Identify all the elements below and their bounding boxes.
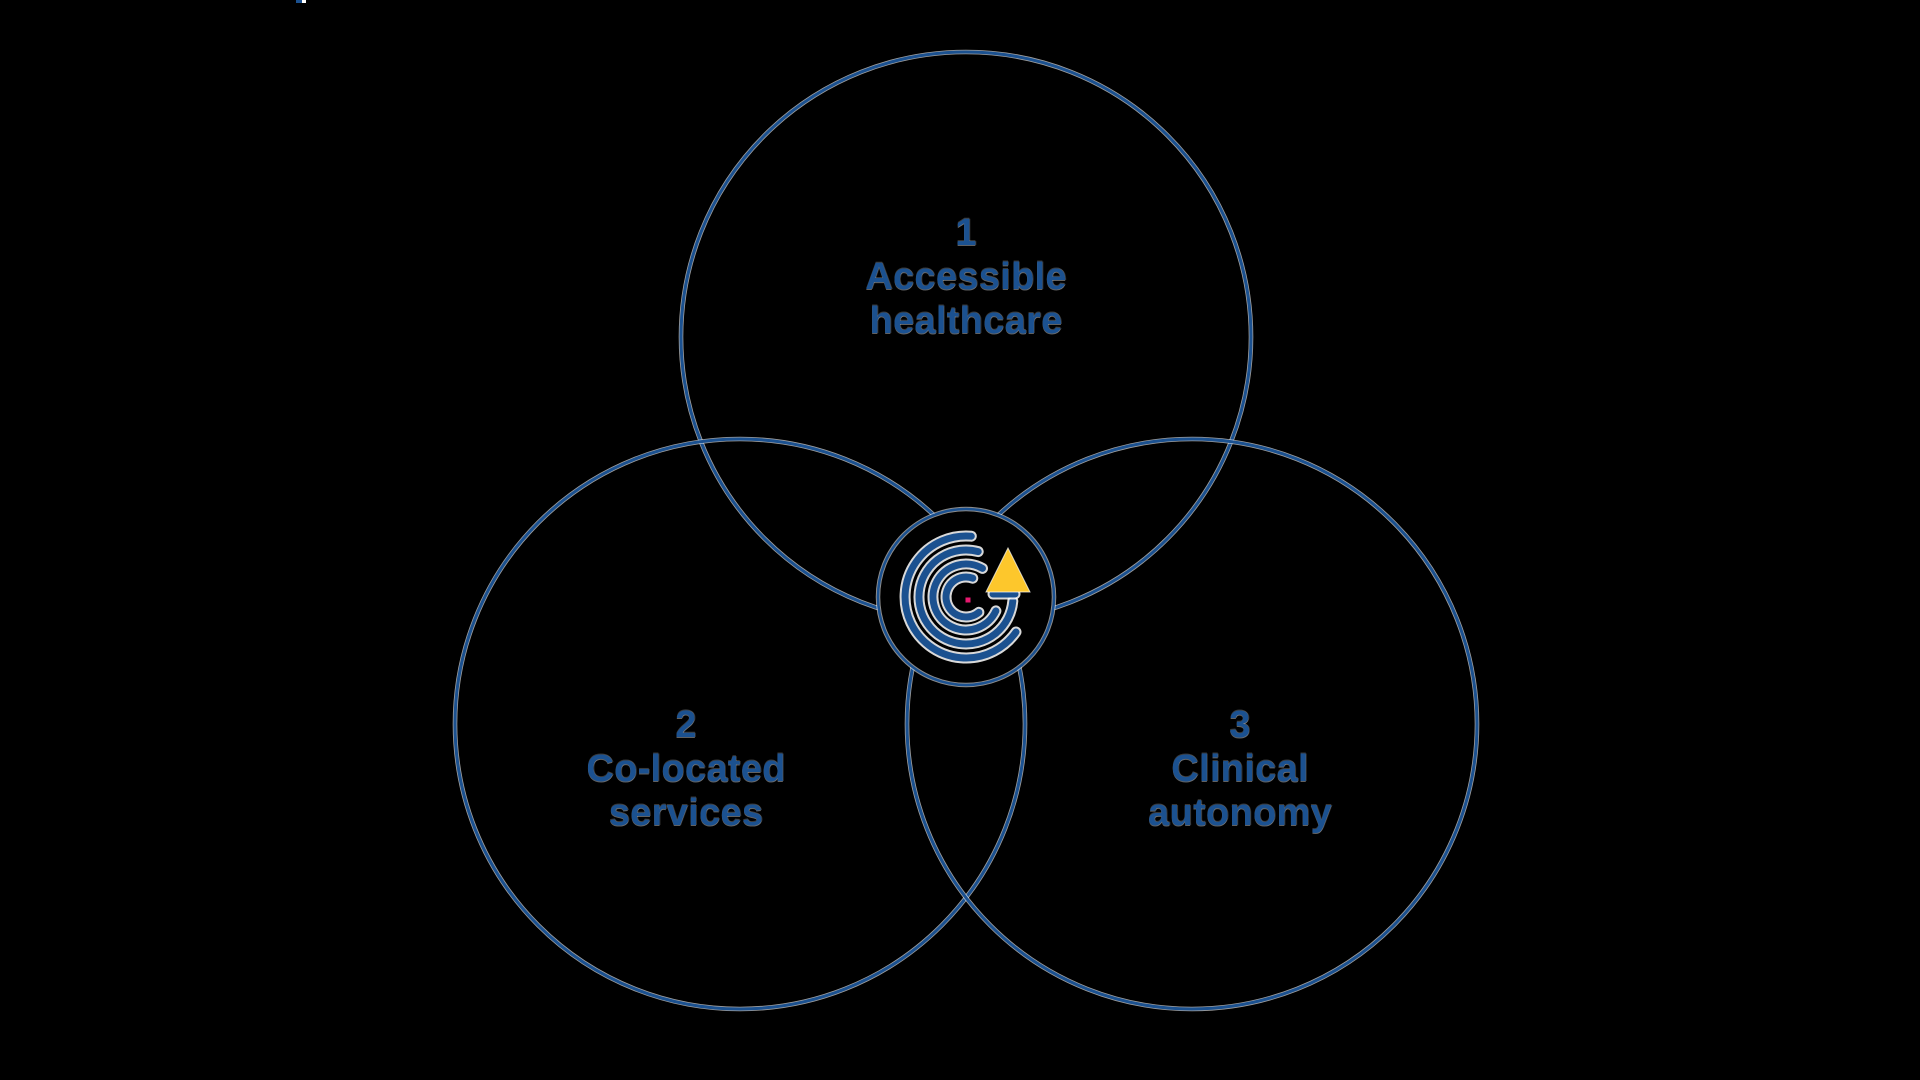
- logo-arc-2: [915, 546, 1017, 648]
- center-logo: [875, 506, 1057, 688]
- circle-2-line2: services: [608, 792, 764, 834]
- circle-1-number: 1: [955, 212, 977, 254]
- logo-arc-4: [942, 573, 983, 621]
- circle-3-line2: autonomy: [1148, 792, 1332, 834]
- cropped-edge-artifact: [296, 0, 306, 3]
- circle-2-number: 2: [675, 704, 697, 746]
- logo-center-dot: [965, 597, 971, 603]
- circle-3-number: 3: [1229, 704, 1251, 746]
- logo-arc-3: [929, 560, 1000, 634]
- circle-3-label: 3 Clinical autonomy: [1148, 703, 1332, 835]
- circle-3-outline: [904, 436, 1480, 1012]
- circle-3-ring: [905, 437, 1479, 1011]
- circle-3-line1: Clinical: [1171, 748, 1309, 790]
- logo-arrowhead-icon: [985, 546, 1031, 593]
- circle-2-ring: [453, 437, 1027, 1011]
- circle-1-label: 1 Accessible healthcare: [865, 211, 1067, 343]
- circle-2-outline: [452, 436, 1028, 1012]
- circle-2-line1: Co-located: [586, 748, 786, 790]
- logo-badge-border: [876, 507, 1056, 687]
- circle-1-line2: healthcare: [869, 300, 1063, 342]
- logo-arc-1: [901, 532, 1020, 662]
- circle-1-line1: Accessible: [865, 256, 1067, 298]
- circle-2-label: 2 Co-located services: [586, 703, 785, 835]
